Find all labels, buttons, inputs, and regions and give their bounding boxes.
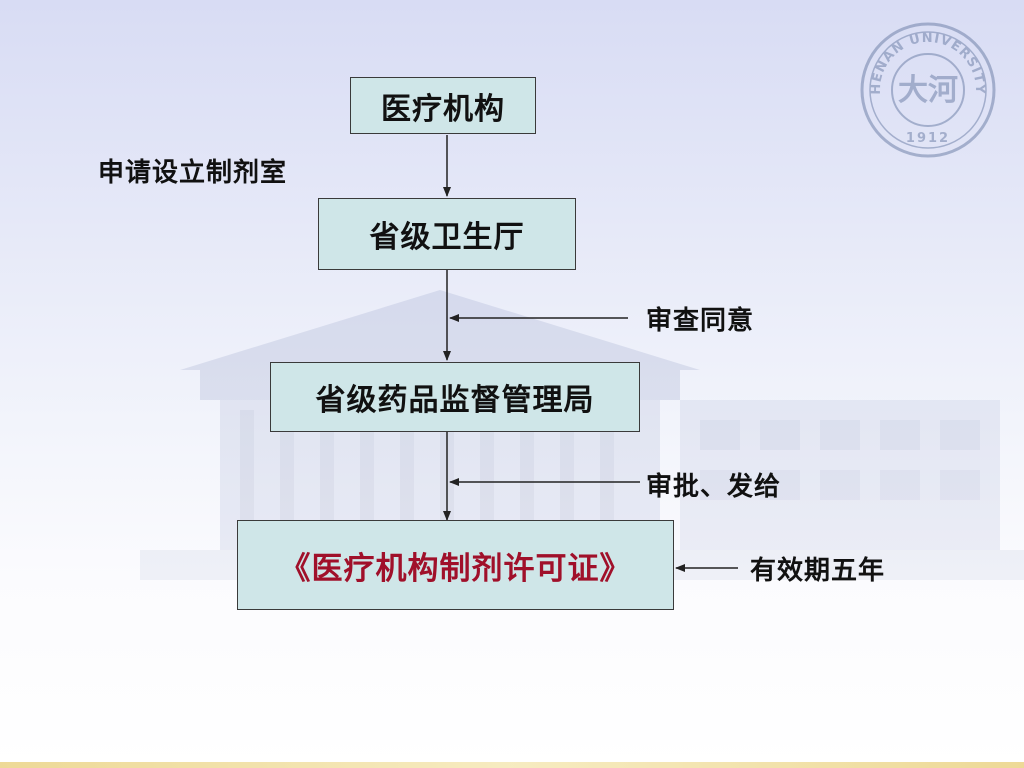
node-preparation-license-label: 《医疗机构制剂许可证》 — [279, 550, 632, 587]
node-provincial-health-dept-label: 省级卫生厅 — [369, 220, 525, 255]
label-apply: 申请设立制剂室 — [98, 158, 288, 188]
label-approve-issue: 审批、发给 — [646, 472, 782, 502]
university-seal-logo: HENAN UNIVERSITY 大河 1912 — [860, 22, 996, 158]
node-provincial-drug-admin: 省级药品监督管理局 — [270, 362, 640, 432]
node-medical-institution: 医疗机构 — [350, 77, 536, 134]
bottom-accent-bar — [0, 762, 1024, 768]
node-preparation-license: 《医疗机构制剂许可证》 — [237, 520, 674, 610]
node-medical-institution-label: 医疗机构 — [381, 91, 505, 127]
label-review-agree: 审查同意 — [646, 306, 755, 336]
label-validity: 有效期五年 — [750, 556, 886, 586]
svg-text:大河: 大河 — [898, 73, 958, 108]
node-provincial-health-dept: 省级卫生厅 — [318, 198, 576, 270]
seal-year: 1912 — [906, 131, 950, 146]
node-provincial-drug-admin-label: 省级药品监督管理局 — [315, 383, 595, 418]
